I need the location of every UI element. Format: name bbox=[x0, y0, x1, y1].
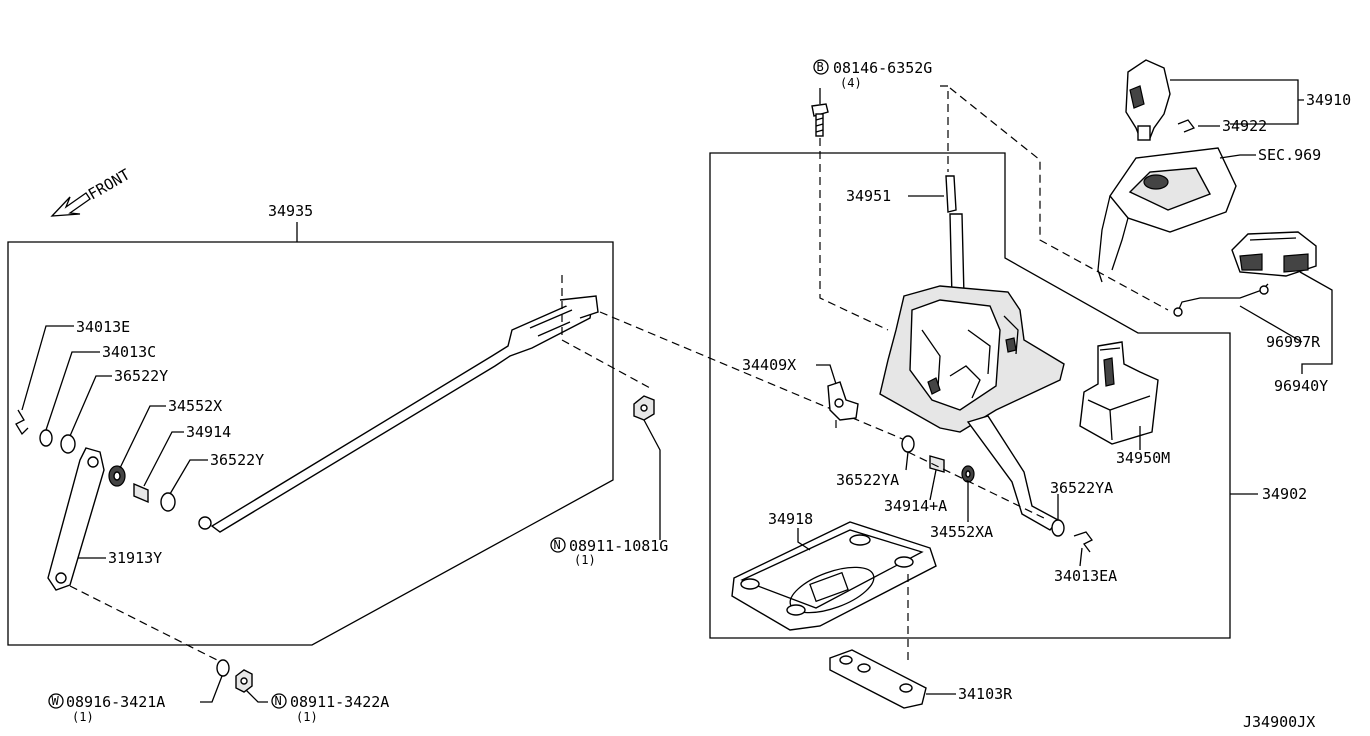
leader-rod-shifter bbox=[599, 311, 906, 441]
leader-34552X bbox=[119, 405, 166, 469]
nut-symbol-bottom-letter: N bbox=[275, 694, 282, 708]
leader-36522Y-mid bbox=[169, 459, 208, 495]
leader-34409X bbox=[816, 364, 837, 385]
label-96940Y: 96940Y bbox=[1274, 377, 1328, 395]
clip-34013E bbox=[15, 409, 29, 436]
label-34914A: 34914+A bbox=[884, 497, 947, 515]
label-34914: 34914 bbox=[186, 423, 231, 441]
label-34918: 34918 bbox=[768, 510, 813, 528]
label-36522YA-left: 36522YA bbox=[836, 471, 899, 489]
bolt-symbol: B bbox=[813, 59, 829, 75]
nut-symbol-mid-letter: N bbox=[554, 538, 561, 552]
label-08146-6352G: 08146-6352G bbox=[833, 59, 932, 77]
leader-34013E bbox=[21, 325, 74, 411]
leader-rod-nut bbox=[561, 275, 651, 389]
washer-34013C bbox=[39, 429, 53, 447]
leader-08911-1081G bbox=[643, 419, 661, 540]
label-34013E: 34013E bbox=[76, 318, 130, 336]
label-34950M: 34950M bbox=[1116, 449, 1170, 467]
label-34552X: 34552X bbox=[168, 397, 222, 415]
qty-08911-3422A: (1) bbox=[296, 710, 318, 724]
bracket-34409X bbox=[827, 381, 859, 421]
qty-08916-3421A: (1) bbox=[72, 710, 94, 724]
bolt-08146 bbox=[811, 103, 829, 137]
console-sec969 bbox=[1097, 147, 1237, 283]
clip-34922 bbox=[1177, 119, 1196, 133]
label-34922: 34922 bbox=[1222, 117, 1267, 135]
nut-symbol-mid: N bbox=[550, 537, 566, 553]
front-arrow: FRONT bbox=[50, 165, 133, 217]
label-34951: 34951 bbox=[846, 187, 891, 205]
leader-bolt-shifter bbox=[819, 138, 889, 331]
collar-34914 bbox=[133, 482, 149, 504]
leader-pin-top bbox=[940, 85, 949, 172]
leader-36522Y-top bbox=[69, 375, 112, 437]
leader-08911-3422A bbox=[245, 689, 268, 703]
bolt-symbol-letter: B bbox=[817, 60, 824, 74]
nut-08911-1081G bbox=[633, 395, 655, 421]
washer-08916 bbox=[216, 659, 230, 677]
clip-34013EA bbox=[1073, 531, 1093, 553]
pin-34951 bbox=[945, 175, 957, 213]
label-96997R: 96997R bbox=[1266, 333, 1321, 351]
label-34103R: 34103R bbox=[958, 685, 1013, 703]
bushing-34552XA bbox=[961, 465, 975, 483]
leader-34914 bbox=[143, 431, 184, 487]
harness-96997R bbox=[1173, 283, 1269, 317]
label-36522YA-right: 36522YA bbox=[1050, 479, 1113, 497]
control-rod bbox=[198, 295, 599, 533]
label-36522Y-top: 36522Y bbox=[114, 367, 168, 385]
bracket-34103R bbox=[829, 649, 927, 709]
label-34552XA: 34552XA bbox=[930, 523, 993, 541]
label-34013C: 34013C bbox=[102, 343, 156, 361]
leader-34914A bbox=[929, 469, 937, 501]
bezel-34918 bbox=[731, 521, 937, 631]
washer-symbol: W bbox=[48, 693, 64, 709]
leader-knob-harness bbox=[949, 87, 1169, 311]
washer-36522Y-mid bbox=[160, 492, 176, 512]
module-34950M bbox=[1079, 341, 1159, 445]
label-34935: 34935 bbox=[268, 202, 313, 220]
label-34902: 34902 bbox=[1262, 485, 1307, 503]
bushing-34552X bbox=[108, 465, 126, 487]
leader-96997R bbox=[1239, 305, 1303, 343]
washer-36522YA-right bbox=[1051, 519, 1065, 537]
shifter-body bbox=[879, 213, 1065, 531]
leader-34910 bbox=[1170, 79, 1304, 125]
washer-symbol-letter: W bbox=[52, 694, 60, 708]
leader-36522YA-left bbox=[905, 451, 909, 471]
nut-symbol-bottom: N bbox=[271, 693, 287, 709]
leader-lever-bolt bbox=[69, 585, 226, 665]
leader-34013EA bbox=[1079, 547, 1083, 567]
front-label: FRONT bbox=[85, 165, 133, 203]
label-34409X: 34409X bbox=[742, 356, 796, 374]
label-36522Y-mid: 36522Y bbox=[210, 451, 264, 469]
label-sec969: SEC.969 bbox=[1258, 146, 1321, 164]
diagram-code: J34900JX bbox=[1243, 713, 1315, 731]
qty-08146-6352G: (4) bbox=[840, 76, 862, 90]
label-34910: 34910 bbox=[1306, 91, 1351, 109]
label-08911-1081G: 08911-1081G bbox=[569, 537, 668, 555]
label-08916-3421A: 08916-3421A bbox=[66, 693, 165, 711]
shifter-assembly-box bbox=[709, 152, 1231, 639]
leader-sec969 bbox=[1219, 154, 1256, 159]
leader-34013C bbox=[45, 351, 100, 431]
collar-34914A bbox=[929, 455, 945, 473]
label-08911-3422A: 08911-3422A bbox=[290, 693, 389, 711]
leader-08916 bbox=[200, 675, 223, 703]
leader-34918 bbox=[797, 528, 811, 551]
linkage-assembly-box: 34935 bbox=[7, 202, 614, 646]
lever-31913Y bbox=[47, 447, 105, 591]
knob-34910 bbox=[1125, 59, 1171, 141]
label-34013EA: 34013EA bbox=[1054, 567, 1117, 585]
washer-36522Y-top bbox=[60, 434, 76, 454]
nut-08911-3422A bbox=[235, 669, 253, 693]
qty-08911-1081G: (1) bbox=[574, 553, 596, 567]
module-96940Y bbox=[1231, 231, 1317, 277]
label-31913Y: 31913Y bbox=[108, 549, 162, 567]
washer-36522YA-left bbox=[901, 435, 915, 453]
leader-96940Y bbox=[1299, 271, 1333, 374]
